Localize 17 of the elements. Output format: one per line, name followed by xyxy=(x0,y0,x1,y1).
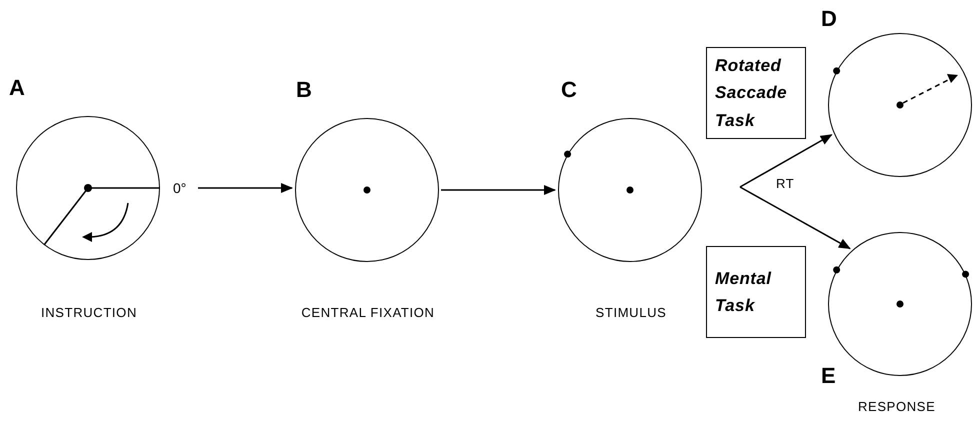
task-box: Rotated Saccade Task xyxy=(706,47,806,139)
stage-label: RESPONSE xyxy=(858,400,936,413)
degree-label: 0° xyxy=(173,181,186,195)
panel-letter: C xyxy=(561,79,577,101)
panel-letter: E xyxy=(821,365,836,387)
panel-letter: A xyxy=(9,77,25,99)
panel-letter: D xyxy=(821,8,837,30)
task-box: Mental Task xyxy=(706,246,806,338)
reaction-time-label: RT xyxy=(776,177,794,190)
arrow xyxy=(740,134,833,188)
stage-label: STIMULUS xyxy=(596,306,666,319)
stage-label: CENTRAL FIXATION xyxy=(301,306,435,319)
panel-letter: B xyxy=(296,79,312,101)
arrow xyxy=(740,186,851,250)
arrow xyxy=(198,183,293,193)
arrow xyxy=(441,185,556,195)
stage-label: INSTRUCTION xyxy=(41,306,137,319)
